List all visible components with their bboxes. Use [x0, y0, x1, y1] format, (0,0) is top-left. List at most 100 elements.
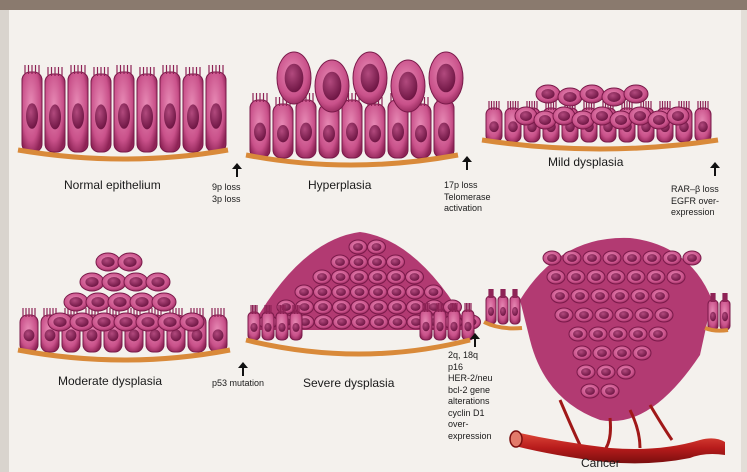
cell-nucleus	[323, 125, 335, 142]
atypical-cell	[615, 308, 633, 322]
atypical-cell	[333, 300, 351, 314]
cell-nucleus	[250, 323, 257, 332]
cell-nucleus	[633, 330, 643, 338]
atypical-cell	[146, 273, 170, 291]
cilia	[265, 305, 271, 314]
cilia	[513, 289, 517, 298]
cell-nucleus	[163, 317, 176, 327]
cilia	[451, 303, 457, 312]
cell-nucleus	[596, 111, 608, 121]
atypical-cell	[581, 384, 599, 398]
cell-nucleus	[369, 125, 381, 142]
cell-nucleus	[107, 277, 120, 287]
atypical-cell	[643, 251, 661, 265]
atypical-cell	[587, 270, 605, 284]
cell-nucleus	[672, 111, 684, 121]
columnar-cell	[137, 67, 157, 152]
cell-nucleus	[87, 329, 98, 341]
cell-nucleus	[300, 303, 310, 311]
atypical-cell	[80, 273, 104, 291]
cilia	[723, 293, 727, 302]
columnar-cell	[486, 101, 502, 142]
alteration-line: EGFR over-	[671, 196, 719, 208]
atypical-cell	[667, 270, 685, 284]
cell-nucleus	[399, 72, 418, 101]
cell-nucleus	[337, 318, 347, 326]
hyperplasia-cells	[250, 52, 463, 158]
atypical-cell	[295, 285, 313, 299]
cell-nucleus	[185, 317, 198, 327]
cell-nucleus	[318, 303, 328, 311]
atypical-cell	[571, 289, 589, 303]
cell-nucleus	[629, 89, 642, 99]
cell-nucleus	[101, 257, 114, 267]
cell-nucleus	[317, 273, 327, 281]
cell-nucleus	[563, 92, 576, 102]
atypical-cell	[602, 88, 626, 106]
cell-nucleus	[150, 329, 161, 341]
cell-nucleus	[551, 273, 561, 281]
atypical-cell	[629, 107, 651, 125]
atypical-cell	[648, 111, 670, 129]
atypical-cell	[130, 293, 154, 311]
atypical-cell	[333, 315, 351, 329]
atypical-cell	[277, 52, 311, 104]
atypical-cell	[353, 52, 387, 104]
atypical-cell	[118, 253, 142, 271]
alteration-line: over-	[448, 419, 493, 431]
cell-nucleus	[667, 254, 677, 262]
cell-nucleus	[500, 307, 506, 316]
atypical-cell	[593, 346, 611, 360]
alteration-line: alterations	[448, 396, 493, 408]
cell-nucleus	[639, 311, 649, 319]
cell-nucleus	[619, 311, 629, 319]
cell-nucleus	[567, 254, 577, 262]
cell-nucleus	[355, 288, 365, 296]
atypical-cell	[623, 251, 641, 265]
atypical-cell	[551, 289, 569, 303]
atypical-cell	[635, 308, 653, 322]
alteration-note-after-hyperplasia: 17p loss Telomerase activation	[444, 180, 491, 215]
cell-nucleus	[651, 273, 661, 281]
atypical-cell	[389, 315, 407, 329]
cell-nucleus	[354, 273, 364, 281]
cell-nucleus	[605, 387, 615, 395]
cell-nucleus	[559, 311, 569, 319]
atypical-cell	[425, 285, 443, 299]
atypical-cell	[349, 240, 367, 254]
cell-nucleus	[687, 254, 697, 262]
atypical-cell	[152, 293, 176, 311]
columnar-cell	[273, 97, 293, 158]
cell-nucleus	[411, 318, 421, 326]
atypical-cell	[663, 251, 681, 265]
cell-nucleus	[278, 323, 285, 332]
atypical-cell	[597, 365, 615, 379]
cell-nucleus	[581, 368, 591, 376]
cell-nucleus	[374, 303, 384, 311]
cancer-figure	[484, 238, 730, 463]
atypical-cell	[591, 107, 613, 125]
alteration-line: 17p loss	[444, 180, 491, 192]
atypical-cell	[609, 327, 627, 341]
alteration-note-after-severe: 2q, 18q p16 HER-2/neu bcl-2 gene alterat…	[448, 350, 493, 442]
cilia	[711, 293, 715, 302]
cell-nucleus	[85, 277, 98, 287]
atypical-cell	[627, 270, 645, 284]
cell-nucleus	[415, 125, 427, 142]
cell-nucleus	[411, 303, 421, 311]
cilia	[293, 305, 299, 314]
atypical-cell	[573, 346, 591, 360]
atypical-cell	[572, 111, 594, 129]
atypical-cell	[577, 365, 595, 379]
cell-nucleus	[489, 121, 499, 132]
cell-nucleus	[464, 322, 471, 332]
atypical-cell	[332, 270, 350, 284]
cell-nucleus	[373, 273, 383, 281]
atypical-cell	[369, 270, 387, 284]
atypical-cell	[547, 270, 565, 284]
atypical-cell	[667, 107, 689, 125]
cell-nucleus	[151, 277, 164, 287]
cell-nucleus	[141, 317, 154, 327]
cell-nucleus	[393, 318, 403, 326]
columnar-cell	[695, 101, 711, 142]
